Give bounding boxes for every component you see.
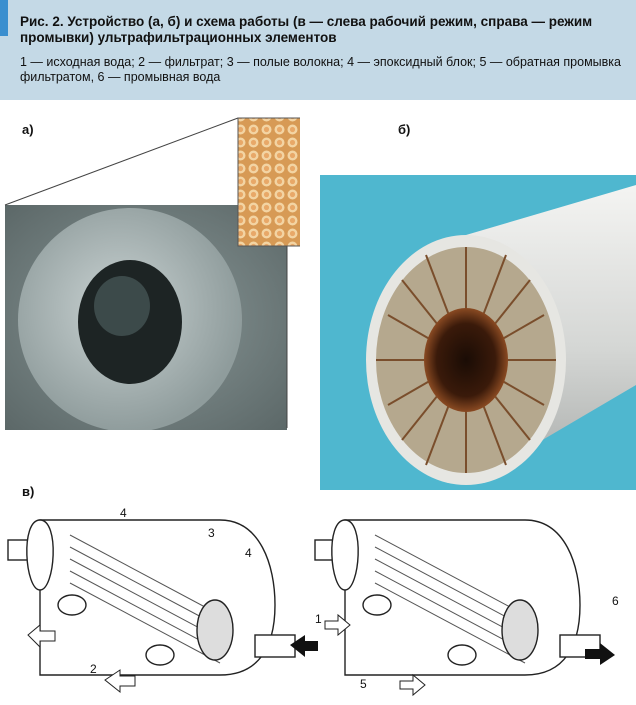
callout-left-3: 3 <box>208 526 215 540</box>
caption-accent-bar <box>0 0 8 36</box>
callout-left-4-right: 4 <box>245 546 252 560</box>
caption-legend: 1 — исходная вода; 2 — фильтрат; 3 — пол… <box>20 55 621 84</box>
figure-caption: Рис. 2. Устройство (а, б) и схема работы… <box>0 0 636 100</box>
scheme-backwash-mode <box>314 519 601 676</box>
callout-left-1: 1 <box>315 612 322 626</box>
panel-label-b: б) <box>398 122 411 137</box>
callout-right-5: 5 <box>360 677 367 691</box>
panel-label-v: в) <box>22 484 35 499</box>
callout-left-4-top: 4 <box>120 506 127 520</box>
panel-label-a: а) <box>22 122 34 137</box>
hollow-fiber-micrograph <box>4 117 300 430</box>
uf-module-photo <box>320 175 636 490</box>
callout-left-2: 2 <box>90 662 97 676</box>
operation-scheme: 4 3 4 1 2 5 6 <box>7 506 619 697</box>
scheme-working-mode <box>7 519 296 676</box>
caption-title: Рис. 2. Устройство (а, б) и схема работы… <box>20 14 593 45</box>
callout-right-6: 6 <box>612 594 619 608</box>
